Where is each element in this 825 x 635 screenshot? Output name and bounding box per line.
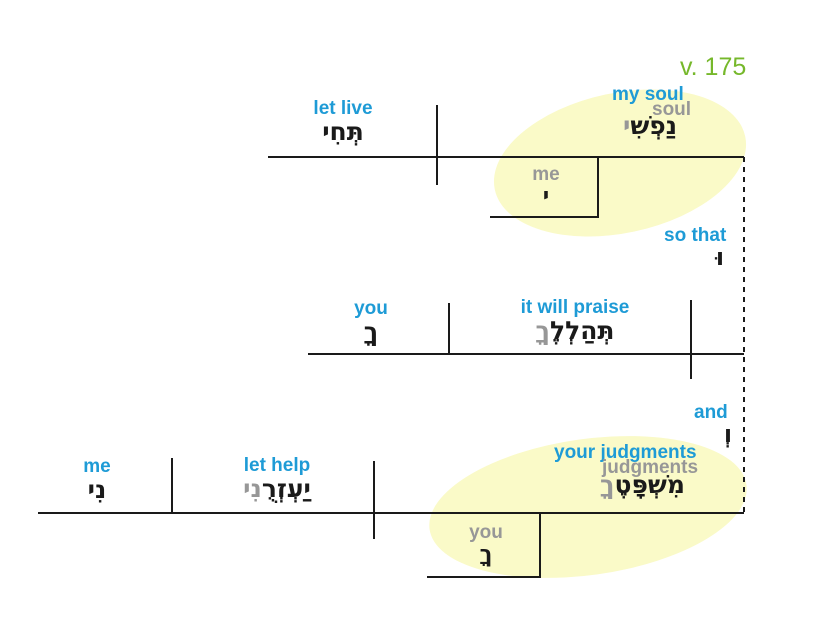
gloss-your-judgments: your judgments [554,442,697,463]
baseline-clause1 [268,156,744,158]
hebrew-soul-stem: נַפְשִׁ [630,111,678,140]
gloss-let-live: let live [313,98,373,119]
suffix-stand-horizontal-clause1 [490,216,599,218]
gloss-judgments: judgments [602,457,699,478]
hebrew-me-object: נִי [87,474,107,504]
baseline-clause3 [38,512,744,514]
hebrew-let-live: תְּחִי [322,116,364,146]
hebrew-judgments-suffix: ךָ [600,470,615,499]
hebrew-my-soul: נַפְשִׁי [600,111,700,140]
suffix-stand-vertical-clause1 [597,156,599,218]
hebrew-praise-suffix: ךָ [535,315,550,345]
word-let-live: let live תְּחִי [283,99,403,145]
suffix-stand-horizontal-clause3 [427,576,541,578]
conjunction-dashed-line [743,157,745,513]
gloss-it-will-praise: it will praise [520,297,630,318]
hebrew-you-suffix: ךָ [479,541,493,567]
gloss-my-soul: my soul [612,84,684,105]
hebrew-me-suffix: י [542,183,550,209]
hebrew-so-that: וּ [715,243,725,271]
hebrew-help-suffix: נִי [243,473,262,503]
hebrew-and: וְ [723,420,733,448]
hebrew-let-help: יַעְזְרֻנִי [243,473,311,503]
word-me-suffix-clause1: me י [516,165,576,208]
word-you-object: you ךָ [341,299,401,345]
object-divider-clause2 [448,303,450,355]
subject-verb-divider-clause3 [373,461,375,539]
hebrew-judgments-stem: מִשְׁפָּטֶ [614,470,685,499]
gloss-and: and [694,402,728,423]
subject-verb-divider-clause2 [690,300,692,379]
suffix-stand-vertical-clause3 [539,512,541,578]
hebrew-you-object: ךָ [363,316,379,346]
gloss-me-object: me [83,456,111,477]
subject-verb-divider-clause1 [436,105,438,185]
object-divider-clause3 [171,458,173,514]
gloss-soul: soul [652,99,692,120]
gloss-let-help: let help [243,455,311,476]
gloss-you-suffix: you [469,522,503,543]
verse-label: v. 175 [680,53,747,81]
word-me-object: me נִי [68,457,126,503]
word-it-will-praise: it will praise תְּהַלְלֶךָ [494,298,656,344]
gloss-me-suffix: me [532,164,560,185]
hebrew-your-judgments: מִשְׁפָּטֶךָ [565,470,720,499]
hebrew-help-stem: יַעְזְרֻ [261,473,311,503]
word-let-help: let help יַעְזְרֻנִי [213,456,341,502]
hebrew-it-will-praise: תְּהַלְלֶךָ [535,315,615,345]
gloss-you-object: you [354,298,388,319]
hebrew-soul-suffix: י [622,111,631,140]
gloss-so-that: so that [664,225,727,246]
hebrew-praise-stem: תְּהַלְלֶ [549,315,615,345]
word-you-suffix-clause3: you ךָ [452,523,520,566]
baseline-clause2 [308,353,744,355]
